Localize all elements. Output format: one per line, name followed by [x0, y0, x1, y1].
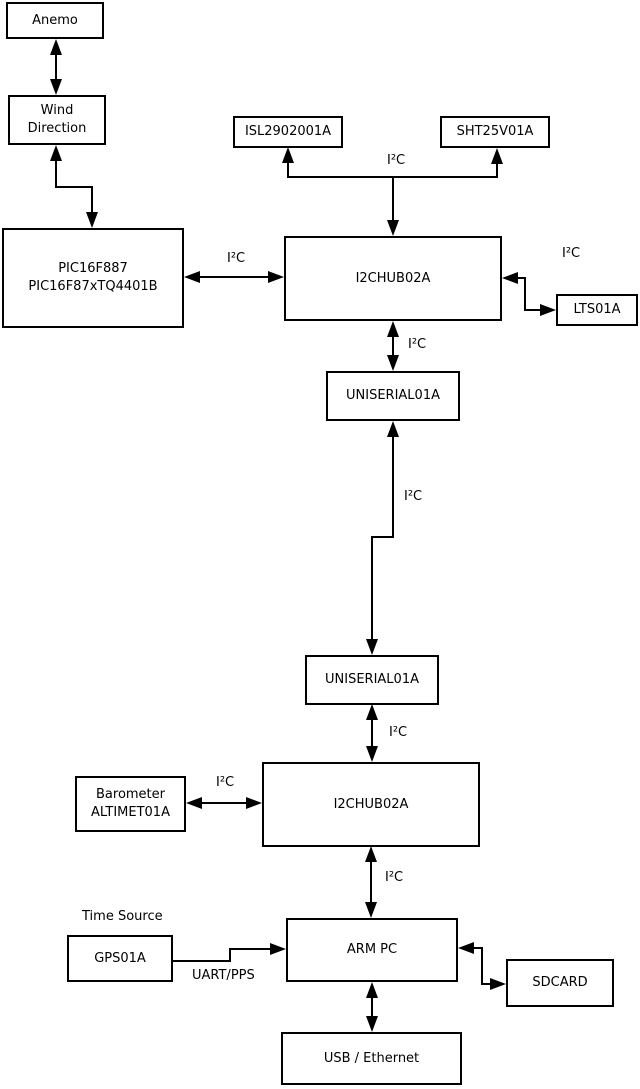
arrowhead-up-icon	[387, 421, 399, 437]
arrowhead-down-icon	[365, 902, 377, 918]
arrowhead-up-icon	[491, 148, 503, 164]
edge-hub2-armpc	[365, 846, 377, 918]
connector-line	[371, 436, 394, 640]
arrowhead-right-icon	[540, 304, 556, 316]
label-i2c-sensors: I²C	[387, 153, 406, 168]
edge-armpc-sdcard	[458, 942, 506, 990]
arrowhead-up-icon	[282, 147, 294, 163]
edge-hub1-uniserial1	[387, 321, 399, 371]
label-i2c-hub-serial: I²C	[408, 337, 427, 352]
label-i2c-pic-hub: I²C	[227, 251, 246, 266]
label-i2c-hub2-arm: I²C	[385, 870, 404, 885]
arrowhead-up-icon	[366, 704, 378, 720]
edge-hub1-lts	[502, 272, 556, 316]
arrowhead-down-icon	[366, 746, 378, 762]
edge-wind-direction-pic	[50, 145, 98, 228]
node-i2chub02a-2: I2CHUB02A	[262, 762, 480, 847]
connector-line	[173, 948, 271, 962]
node-i2chub02a-1: I2CHUB02A	[284, 236, 502, 321]
node-gps01a: GPS01A	[67, 935, 173, 982]
arrowhead-left-icon	[458, 942, 474, 954]
arrowhead-right-icon	[268, 271, 284, 283]
arrowhead-up-icon	[387, 321, 399, 337]
arrowhead-down-icon	[366, 639, 378, 655]
label-i2c-lts: I²C	[562, 246, 581, 261]
node-isl2902001a: ISL2902001A	[233, 116, 343, 148]
node-pic16f887: PIC16F887 PIC16F87xTQ4401B	[2, 228, 184, 328]
arrowhead-right-icon	[246, 797, 262, 809]
arrowhead-up-icon	[366, 982, 378, 998]
arrowhead-down-icon	[86, 212, 98, 228]
node-anemo: Anemo	[6, 2, 104, 39]
arrowhead-up-icon	[365, 846, 377, 862]
arrowhead-down-icon	[387, 220, 399, 236]
arrowhead-left-icon	[184, 271, 200, 283]
label-time-source: Time Source	[82, 909, 163, 924]
node-wind-direction: Wind Direction	[8, 95, 106, 145]
edge-armpc-usb	[366, 982, 378, 1032]
arrowhead-left-icon	[502, 272, 518, 284]
node-uniserial01a-1: UNISERIAL01A	[326, 371, 460, 421]
node-sht25v01a: SHT25V01A	[440, 116, 550, 148]
edge-uniserial1-uniserial2	[366, 421, 399, 655]
node-usb-ethernet: USB / Ethernet	[281, 1032, 462, 1085]
node-sdcard: SDCARD	[506, 959, 614, 1007]
node-uniserial01a-2: UNISERIAL01A	[305, 655, 439, 705]
edge-anemo-wind-direction	[50, 39, 62, 95]
label-i2c-serial-link: I²C	[404, 489, 423, 504]
edge-gps-armpc	[173, 943, 286, 962]
node-barometer-altimet01a: Barometer ALTIMET01A	[75, 776, 186, 832]
arrowhead-down-icon	[366, 1016, 378, 1032]
connector-line	[55, 160, 93, 213]
node-arm-pc: ARM PC	[286, 918, 458, 982]
edge-hub1-sensors	[282, 147, 503, 236]
arrowhead-right-icon	[270, 943, 286, 955]
arrowhead-down-icon	[387, 355, 399, 371]
edge-pic-hub1	[184, 271, 284, 283]
arrowhead-right-icon	[490, 978, 506, 990]
arrowhead-up-icon	[50, 39, 62, 55]
connector-line	[473, 947, 491, 985]
arrowhead-up-icon	[50, 145, 62, 161]
node-lts01a: LTS01A	[556, 294, 638, 326]
connector-line	[517, 277, 541, 311]
label-i2c-serial-hub2: I²C	[389, 725, 408, 740]
edge-uniserial2-hub2	[366, 704, 378, 762]
edge-barometer-hub2	[186, 797, 262, 809]
arrowhead-down-icon	[50, 79, 62, 95]
arrowhead-left-icon	[186, 797, 202, 809]
label-uart-pps: UART/PPS	[192, 968, 255, 983]
label-i2c-barometer: I²C	[216, 775, 235, 790]
